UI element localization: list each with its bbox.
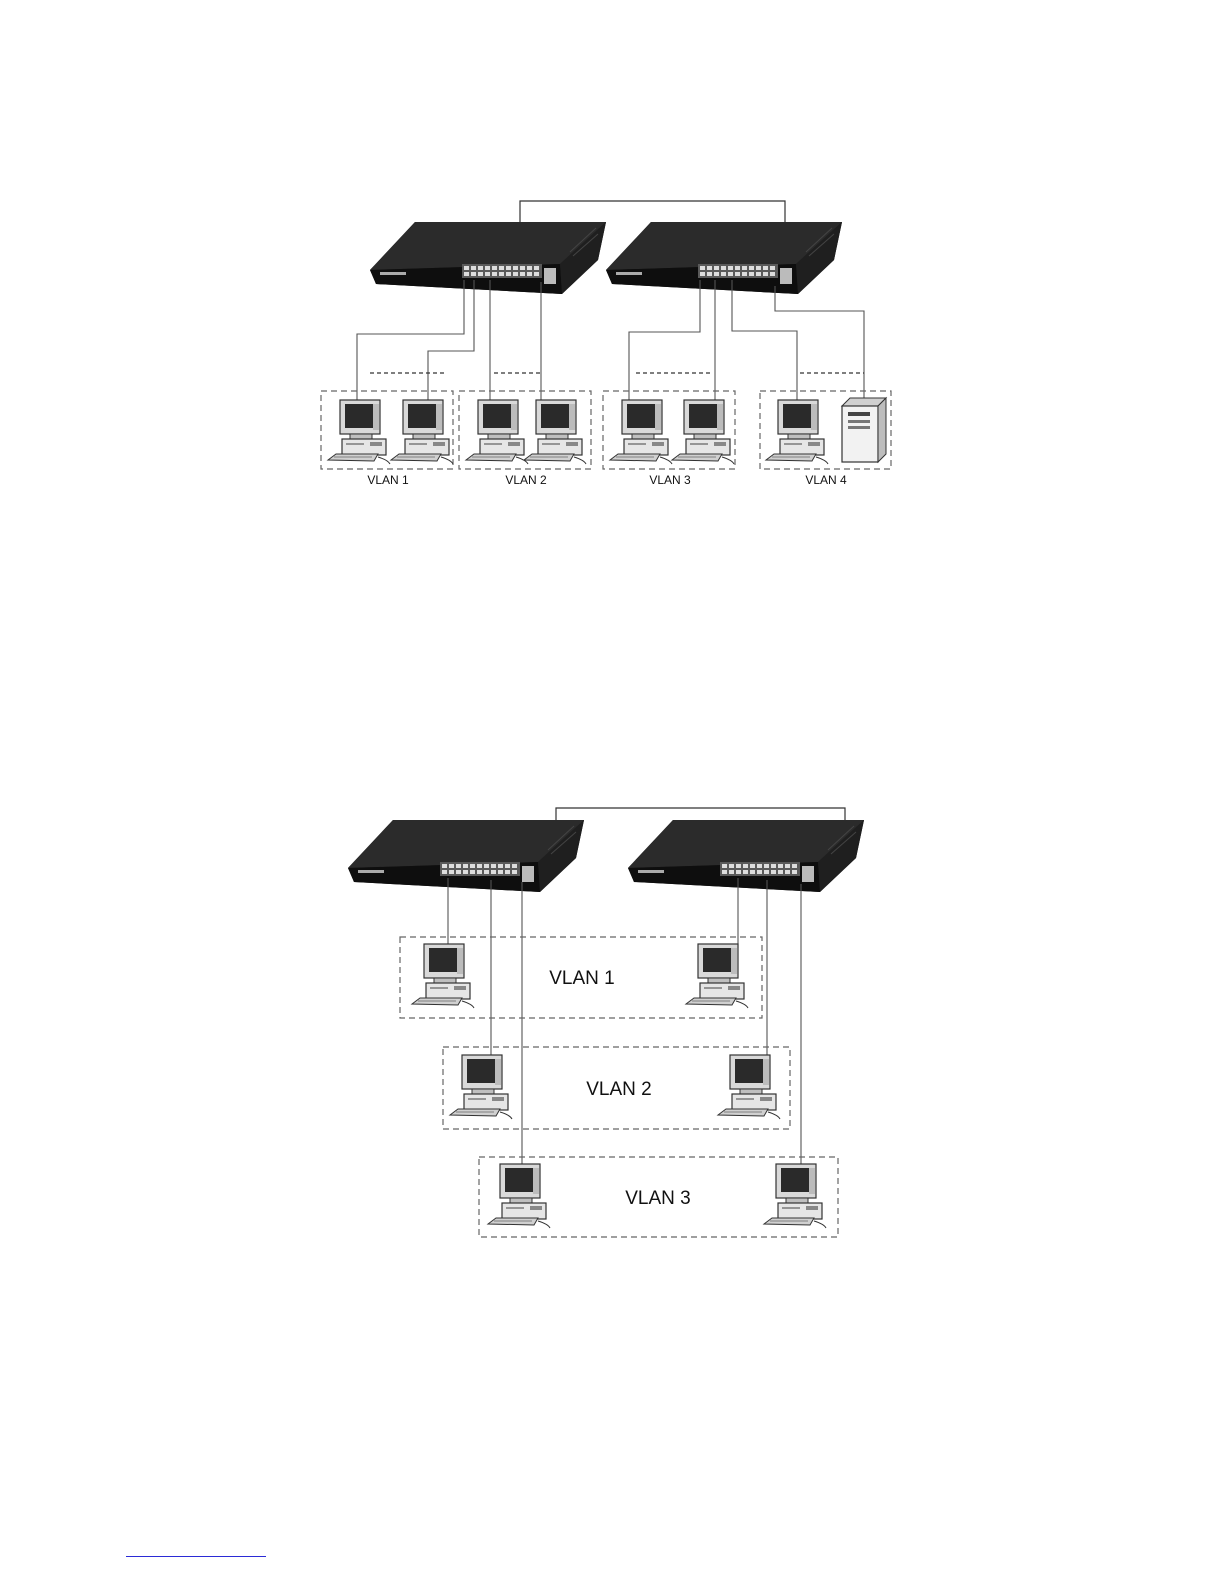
vlan-label: VLAN 2 bbox=[505, 473, 547, 487]
workstation-icon bbox=[466, 400, 528, 464]
workstation-icon bbox=[488, 1164, 550, 1228]
workstation-icon bbox=[450, 1055, 512, 1119]
vlan-label: VLAN 1 bbox=[367, 473, 409, 487]
diagram-1: VLAN 1 VLAN 2 VLAN 3 VLAN 4 bbox=[321, 201, 891, 487]
switch-icon bbox=[606, 222, 842, 294]
workstation-icon bbox=[686, 944, 748, 1008]
workstation-icon bbox=[328, 400, 390, 464]
diagram-2: VLAN 1 VLAN 2 VLAN 3 bbox=[348, 808, 864, 1237]
vlan-label: VLAN 1 bbox=[549, 968, 614, 989]
workstation-icon bbox=[524, 400, 586, 464]
cable-group bbox=[357, 280, 864, 406]
workstation-icon bbox=[412, 944, 474, 1008]
cable-group bbox=[448, 878, 801, 1166]
workstation-icon bbox=[718, 1055, 780, 1119]
footnote-rule bbox=[126, 1556, 266, 1557]
vlan-label: VLAN 3 bbox=[625, 1188, 690, 1209]
workstation-icon bbox=[764, 1164, 826, 1228]
workstation-icon bbox=[766, 400, 828, 464]
vlan-label: VLAN 2 bbox=[586, 1079, 651, 1100]
switch-icon bbox=[370, 222, 606, 294]
workstation-icon bbox=[610, 400, 672, 464]
workstation-icon bbox=[672, 400, 734, 464]
server-icon bbox=[842, 398, 886, 462]
vlan-label: VLAN 3 bbox=[649, 473, 691, 487]
workstation-icon bbox=[391, 400, 453, 464]
vlan-label: VLAN 4 bbox=[805, 473, 847, 487]
switch-icon bbox=[348, 820, 584, 892]
switch-icon bbox=[628, 820, 864, 892]
